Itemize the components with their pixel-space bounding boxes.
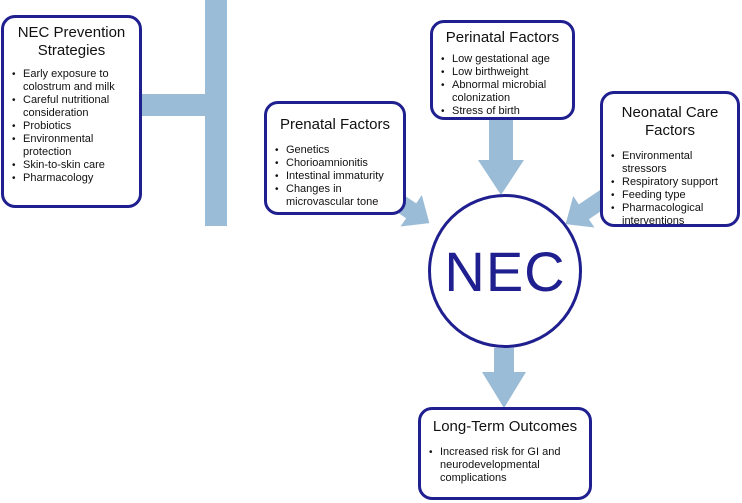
- prevention-title: NEC Prevention Strategies: [17, 24, 126, 59]
- prenatal-item: Intestinal immaturity: [275, 170, 395, 183]
- perinatal-item: Abnormal microbial colonization: [441, 79, 564, 105]
- prevention-item: Probiotics: [12, 120, 131, 133]
- nec-center-circle: NEC: [428, 194, 582, 348]
- prevention-item: Early exposure to colostrum and milk: [12, 68, 131, 94]
- neonatal-item: Feeding type: [611, 189, 729, 202]
- prevention-strategies-box: NEC Prevention Strategies Early exposure…: [1, 15, 142, 208]
- prevention-item: Careful nutritional consideration: [12, 94, 131, 120]
- prenatal-title: Prenatal Factors: [279, 116, 391, 133]
- neonatal-item: Respiratory support: [611, 176, 729, 189]
- nec-label: NEC: [444, 239, 566, 303]
- perinatal-item: Low birthweight: [441, 66, 564, 79]
- prevention-item: Pharmacology: [12, 172, 131, 185]
- neonatal-care-factors-box: Neonatal Care Factors Environmental stre…: [600, 91, 740, 227]
- perinatal-factors-box: Perinatal Factors Low gestational age Lo…: [430, 20, 575, 120]
- neonatal-item: Pharmacological interventions: [611, 202, 729, 228]
- perinatal-item: Low gestational age: [441, 53, 564, 66]
- prevention-item: Environmental protection: [12, 133, 131, 159]
- perinatal-title: Perinatal Factors: [445, 29, 560, 46]
- outcomes-item: Increased risk for GI and neurodevelopme…: [429, 446, 581, 485]
- inhibitor-vertical-bar: [205, 0, 227, 226]
- perinatal-item: Stress of birth: [441, 105, 564, 118]
- prenatal-factors-box: Prenatal Factors Genetics Chorioamnionit…: [264, 101, 406, 215]
- outcomes-title: Long-Term Outcomes: [432, 418, 578, 435]
- arrow-perinatal-to-nec: [478, 120, 524, 195]
- prenatal-item: Genetics: [275, 144, 395, 157]
- neonatal-title: Neonatal Care Factors: [621, 104, 719, 139]
- long-term-outcomes-box: Long-Term Outcomes Increased risk for GI…: [418, 407, 592, 500]
- prenatal-item: Changes in microvascular tone: [275, 183, 395, 209]
- inhibitor-horizontal-bar: [140, 94, 206, 116]
- prenatal-item: Chorioamnionitis: [275, 157, 395, 170]
- arrow-nec-to-outcomes: [482, 348, 526, 408]
- neonatal-item: Environmental stressors: [611, 150, 729, 176]
- prevention-item: Skin-to-skin care: [12, 159, 131, 172]
